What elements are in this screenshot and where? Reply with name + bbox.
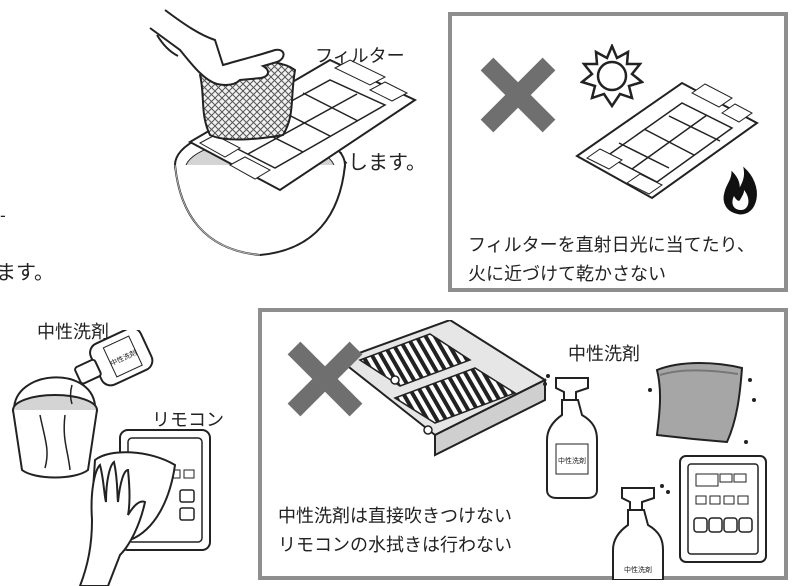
panel-top-caption-line2: 火に近づけて乾かさない xyxy=(468,264,666,285)
svg-text:中性洗剤: 中性洗剤 xyxy=(624,565,652,574)
panel-top-caption-line1: フィルターを直射日光に当てたり、 xyxy=(468,235,755,256)
label-neutral-detergent-2: 中性洗剤 xyxy=(568,344,640,365)
label-neutral-detergent: 中性洗剤 xyxy=(37,322,109,343)
hand-with-cloth-icon xyxy=(78,451,177,586)
filter-frame-small xyxy=(575,81,759,200)
instruction-dash: - xyxy=(0,206,6,225)
cloth-icon xyxy=(648,362,756,444)
sun-icon xyxy=(580,44,644,108)
hand-icon xyxy=(149,9,285,86)
label-filter: フィルター xyxy=(315,46,405,67)
indoor-unit-grille xyxy=(340,320,548,457)
spray-bottle-icon: 中性洗剤 xyxy=(543,374,598,499)
detergent-and-remote-illustration: 中性洗剤 xyxy=(12,330,211,586)
panel-bottom-caption-line2: リモコンの水拭きは行わない xyxy=(278,535,512,556)
detergent-bottle: 中性洗剤 xyxy=(74,330,154,387)
svg-text:中性洗剤: 中性洗剤 xyxy=(558,456,586,465)
x-mark-icon-2 xyxy=(287,341,363,417)
x-mark-icon xyxy=(480,57,556,133)
label-remote: リモコン xyxy=(152,410,224,431)
fire-icon xyxy=(723,166,757,215)
instruction-text-masu: ます。 xyxy=(0,260,54,284)
bucket xyxy=(12,376,98,479)
remote-control-small xyxy=(679,455,767,563)
spray-bottle-icon-2: 中性洗剤 xyxy=(612,484,670,580)
warning-panel-detergent-remote: 中性洗剤 中性洗剤 xyxy=(258,308,788,580)
warning-panel-sunlight-fire: フィルターを直射日光に当てたり、 火に近づけて乾かさない xyxy=(448,12,788,292)
panel-bottom-caption-line1: 中性洗剤は直接吹きつけない xyxy=(278,506,512,527)
filter-washing-illustration xyxy=(149,9,418,257)
